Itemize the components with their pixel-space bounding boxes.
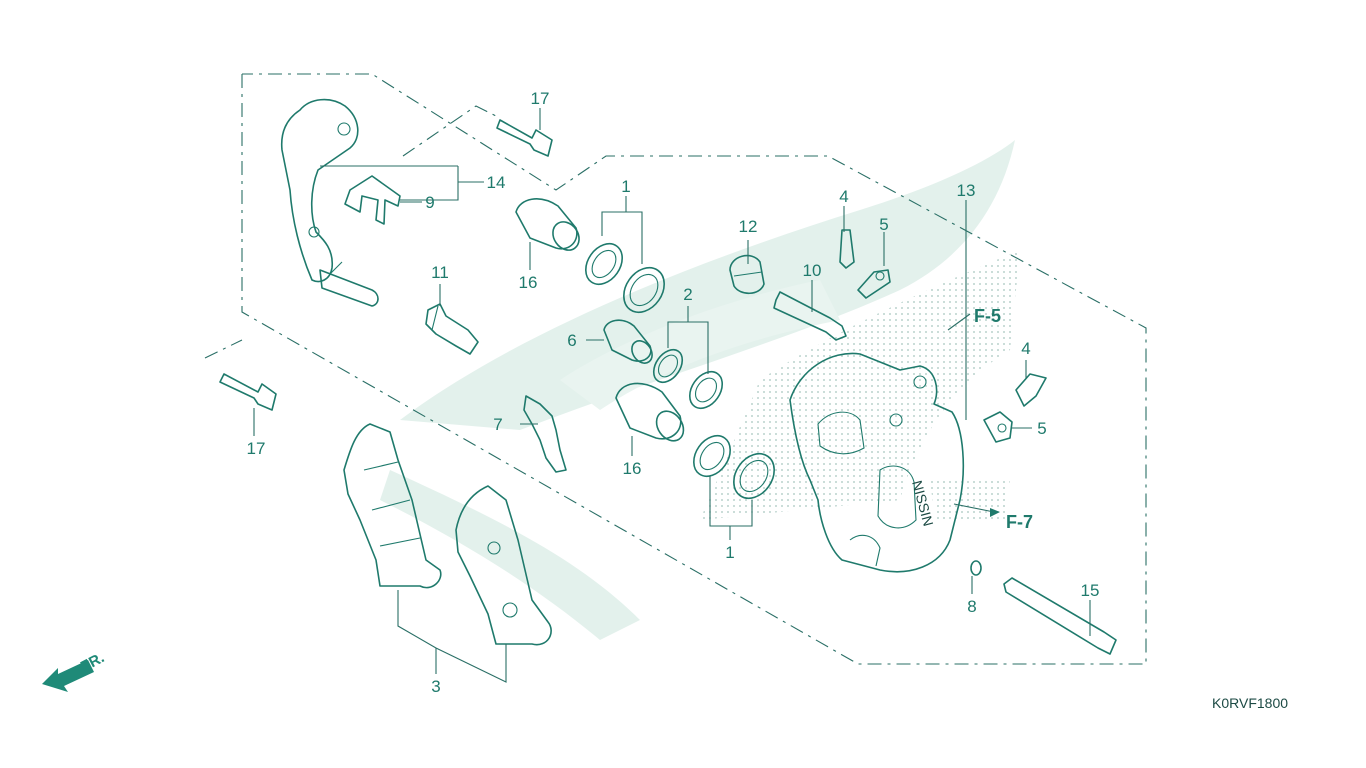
reference-labels: F-5 F-7 xyxy=(974,306,1033,532)
leader-lines xyxy=(253,108,1091,683)
callout-2: 2 xyxy=(683,285,692,304)
piston-small xyxy=(603,319,653,364)
brake-pad-outer xyxy=(455,485,552,646)
callout-5-right: 5 xyxy=(1037,419,1046,438)
bracket-bolt-bottom xyxy=(219,373,277,411)
pad-spring xyxy=(523,395,567,473)
bleeder-valve-right xyxy=(1015,373,1047,407)
callout-4-right: 4 xyxy=(1021,339,1030,358)
dust-boot xyxy=(729,254,765,295)
callout-14: 14 xyxy=(487,173,506,192)
callout-13: 13 xyxy=(957,181,976,200)
piston-bottom xyxy=(615,382,685,442)
callout-5-top: 5 xyxy=(879,215,888,234)
washer xyxy=(970,560,982,576)
callout-6: 6 xyxy=(567,331,576,350)
callout-10: 10 xyxy=(803,261,822,280)
callout-4-top: 4 xyxy=(839,187,848,206)
bleeder-cap-right xyxy=(983,411,1013,443)
drawing-code: K0RVF1800 xyxy=(1212,695,1288,711)
piston-seals-middle xyxy=(652,348,724,410)
piston-seals-top xyxy=(585,242,665,314)
callout-17-top: 17 xyxy=(531,89,550,108)
piston-top xyxy=(515,198,580,251)
pad-pin xyxy=(1003,577,1117,655)
front-direction-indicator: FR. xyxy=(42,649,107,692)
callout-12: 12 xyxy=(739,217,758,236)
callout-1-top: 1 xyxy=(621,177,630,196)
callout-16-top: 16 xyxy=(519,273,538,292)
callout-11: 11 xyxy=(431,263,449,282)
caliper-pin xyxy=(773,291,847,341)
callout-16-bottom: 16 xyxy=(623,459,642,478)
brake-pad-inner xyxy=(343,423,442,589)
callout-3: 3 xyxy=(431,677,440,696)
callout-9: 9 xyxy=(425,193,434,212)
caliper-bracket xyxy=(280,98,379,307)
callout-15: 15 xyxy=(1081,581,1100,600)
callout-17-bottom: 17 xyxy=(247,439,266,458)
callout-7: 7 xyxy=(493,415,502,434)
pad-spring-clip xyxy=(344,175,401,225)
piston-seals-bottom xyxy=(693,434,775,500)
callout-1-bottom: 1 xyxy=(725,543,734,562)
slide-pin xyxy=(425,303,479,355)
ref-f5: F-5 xyxy=(974,306,1001,326)
group-outlines xyxy=(204,73,1147,665)
bracket-bolt-top xyxy=(496,119,553,157)
callout-8: 8 xyxy=(967,597,976,616)
brand-watermark xyxy=(380,140,1015,640)
front-arrow-icon xyxy=(42,660,94,692)
ref-f7: F-7 xyxy=(1006,512,1033,532)
callout-labels: 17 17 14 9 1 16 2 6 7 16 1 12 10 4 5 13 … xyxy=(247,89,1100,696)
bleeder-cap-top xyxy=(857,269,891,299)
bleeder-valve-top xyxy=(839,229,855,269)
